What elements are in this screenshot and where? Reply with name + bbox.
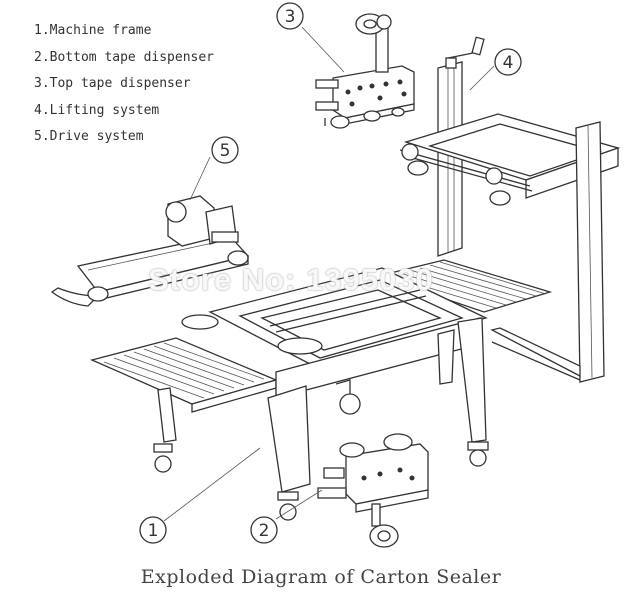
legend-item-top-tape-dispenser: 3.Top tape dispenser [34, 76, 191, 91]
drive-system-drawing [50, 195, 250, 307]
legend-item-bottom-tape-dispenser: 2.Bottom tape dispenser [34, 49, 215, 65]
store-watermark: Store No: 1395030 [148, 262, 434, 297]
diagram-caption: Exploded Diagram of Carton Sealer [140, 566, 502, 588]
callout-4: 4 [494, 48, 522, 76]
legend-item-drive-system: 5.Drive system [34, 129, 144, 144]
callout-3-label: 3 [285, 7, 296, 27]
callout-5: 5 [211, 136, 239, 164]
callout-3: 3 [276, 2, 304, 30]
legend-item-machine-frame: 1.Machine frame [34, 23, 152, 38]
callout-leaders [163, 26, 495, 522]
callout-5-label: 5 [220, 141, 231, 161]
callout-1-label: 1 [148, 521, 159, 541]
machine-frame-drawing [90, 259, 553, 521]
callout-2-label: 2 [259, 521, 270, 541]
legend-item-lifting-system: 4.Lifting system [34, 102, 160, 118]
top-tape-dispenser-drawing [315, 13, 415, 129]
callout-4-label: 4 [503, 53, 514, 73]
parts-legend: 1.Machine frame 2.Bottom tape dispenser … [34, 18, 214, 151]
bottom-tape-dispenser-drawing [317, 433, 429, 548]
lifting-system-drawing [399, 36, 621, 383]
callout-2: 2 [250, 516, 278, 544]
callout-1: 1 [139, 516, 167, 544]
